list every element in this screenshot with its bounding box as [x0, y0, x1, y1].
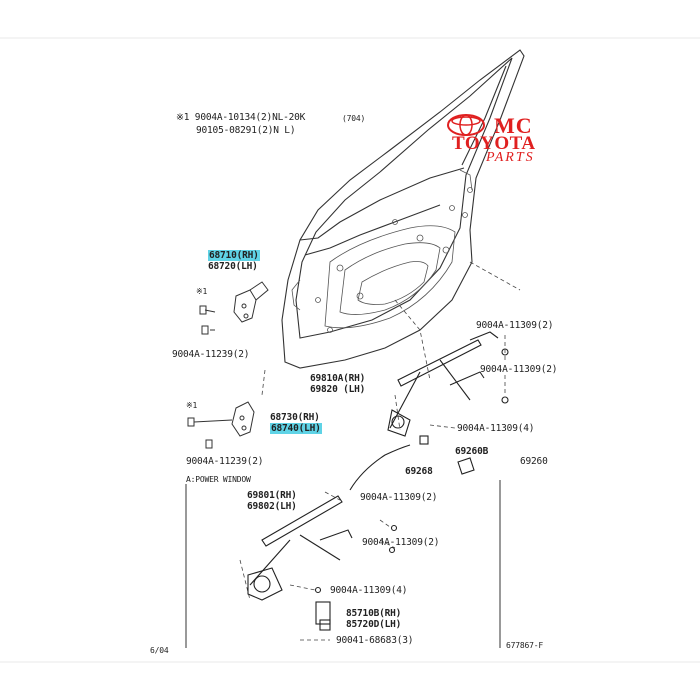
- part-85720: 85720D(LH): [346, 619, 402, 630]
- code-left: 6/04: [150, 646, 169, 655]
- part-68730: 68730(RH): [270, 412, 320, 423]
- door-frame: [281, 49, 525, 369]
- door-inner-panel: [291, 169, 473, 333]
- manual-regulator: [349, 331, 509, 491]
- part-68710: 68710(RH): [208, 250, 260, 261]
- pw-screw-top: 9004A-11309(2): [360, 492, 438, 503]
- part-69801: 69801(RH): [247, 490, 297, 501]
- part-69268: 69268: [405, 466, 433, 477]
- part-68720: 68720(LH): [208, 261, 258, 272]
- reg-screw-low: 9004A-11309(4): [457, 423, 535, 434]
- watermark-toyota: TOYOTA: [452, 133, 536, 154]
- pw-screw-bottom: 90041-68683(3): [336, 635, 414, 646]
- part-69810: 69810A(RH): [310, 373, 366, 384]
- watermark-mc: MC: [494, 113, 533, 138]
- part-69820: 69820 (LH): [310, 384, 366, 395]
- screw-lower: 9004A-11239(2): [186, 456, 264, 467]
- code-right: 677867-F: [506, 641, 543, 650]
- note-tag: (704): [342, 114, 366, 123]
- mark-star: ※1: [196, 287, 208, 296]
- part-69260b: 69260B: [455, 446, 489, 457]
- part-69802: 69802(LH): [247, 501, 297, 512]
- lower-hinge: [187, 401, 255, 449]
- upper-hinge: [199, 281, 269, 335]
- note-line-2: 90105-08291(2)N L): [196, 125, 296, 136]
- pw-screw-mid: 9004A-11309(2): [362, 537, 440, 548]
- watermark-parts: PARTS: [486, 150, 535, 165]
- reg-screw-mid: 9004A-11309(2): [480, 364, 558, 375]
- pw-screw-low: 9004A-11309(4): [330, 585, 408, 596]
- note-line-1: ※1 9004A-10134(2)NL-20K: [176, 112, 306, 123]
- mark-star-2: ※1: [186, 401, 198, 410]
- part-68740: 68740(LH): [270, 423, 322, 434]
- power-regulator: [247, 495, 398, 631]
- screw-upper: 9004A-11239(2): [172, 349, 250, 360]
- power-window-caption: A:POWER WINDOW: [186, 475, 251, 484]
- reg-screw-top: 9004A-11309(2): [476, 320, 554, 331]
- power-window-box: [185, 480, 501, 648]
- part-69260: 69260: [520, 456, 548, 467]
- part-85710: 85710B(RH): [346, 608, 402, 619]
